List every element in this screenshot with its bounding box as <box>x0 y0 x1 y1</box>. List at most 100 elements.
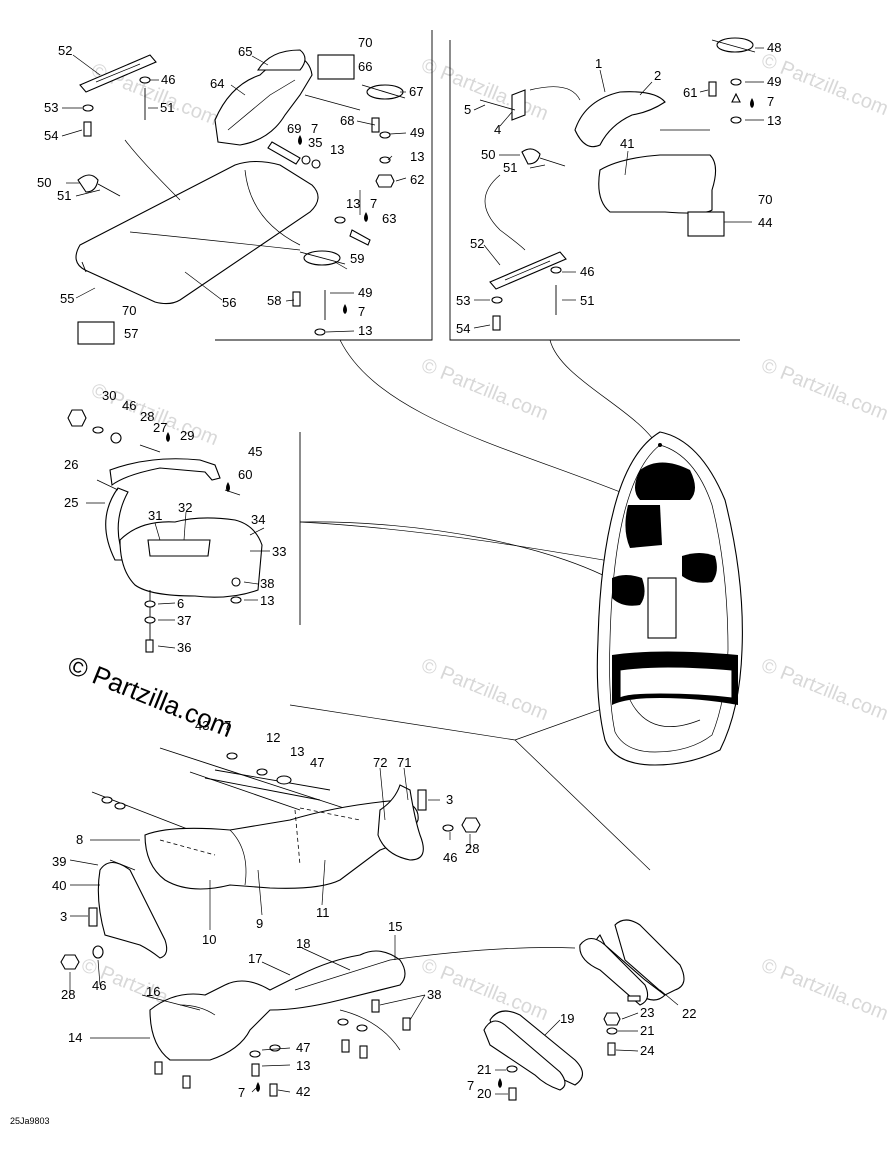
callout-label: 42 <box>296 1084 310 1099</box>
callout-label: 63 <box>382 211 396 226</box>
callout-label: 58 <box>267 293 281 308</box>
watermark: © Partzilla.com <box>758 954 891 1025</box>
callout-label: 55 <box>60 291 74 306</box>
callout-label: 3 <box>60 909 67 924</box>
callout-label: 49 <box>767 74 781 89</box>
callout-label: 56 <box>222 295 236 310</box>
callout-label: 31 <box>148 508 162 523</box>
main-seat-assembly <box>60 747 576 1097</box>
callout-label: 32 <box>178 500 192 515</box>
callout-label: 7 <box>767 94 774 109</box>
callout-label: 36 <box>177 640 191 655</box>
callout-label: 13 <box>296 1058 310 1073</box>
callout-label: 39 <box>52 854 66 869</box>
callout-label: 47 <box>310 755 324 770</box>
callout-label: 16 <box>146 984 160 999</box>
callout-label: 62 <box>410 172 424 187</box>
callout-label: 53 <box>44 100 58 115</box>
callout-label: 72 <box>373 755 387 770</box>
callout-label: 48 <box>767 40 781 55</box>
callout-label: 47 <box>296 1040 310 1055</box>
watermark: © Partzilla.com <box>758 654 891 725</box>
callout-label: 52 <box>470 236 484 251</box>
callout-label: 19 <box>560 1011 574 1026</box>
callout-label: 70 <box>122 303 136 318</box>
callout-label: 51 <box>57 188 71 203</box>
callout-label: 35 <box>308 135 322 150</box>
callout-label: 14 <box>68 1030 82 1045</box>
callout-label: 23 <box>640 1005 654 1020</box>
callout-label: 18 <box>296 936 310 951</box>
callout-label: 70 <box>758 192 772 207</box>
callout-label: 7 <box>238 1085 245 1100</box>
callout-label: 7 <box>358 304 365 319</box>
rear-seat-assembly <box>67 409 263 653</box>
callout-label: 53 <box>456 293 470 308</box>
callout-label: 52 <box>58 43 72 58</box>
callout-label: 46 <box>92 978 106 993</box>
boat-top-view <box>596 431 743 766</box>
callout-label: 54 <box>456 321 470 336</box>
leader-lines <box>61 47 764 1095</box>
callout-label: 11 <box>316 905 330 920</box>
callout-label: 27 <box>153 420 167 435</box>
callout-label: 46 <box>161 72 175 87</box>
watermark: © Partzilla.com <box>418 354 551 425</box>
callout-label: 13 <box>290 744 304 759</box>
callout-label: 7 <box>467 1078 474 1093</box>
callout-label: 46 <box>580 264 594 279</box>
callout-label: 43 <box>195 718 209 733</box>
callout-label: 17 <box>248 951 262 966</box>
bench-seat-assembly <box>75 49 406 345</box>
callout-label: 51 <box>503 160 517 175</box>
callout-label: 9 <box>256 916 263 931</box>
watermark: © Partzilla.com <box>418 654 551 725</box>
callout-label: 44 <box>758 215 772 230</box>
callout-label: 8 <box>76 832 83 847</box>
callout-label: 60 <box>238 467 252 482</box>
callout-label: 4 <box>494 122 501 137</box>
callout-label: 37 <box>177 613 191 628</box>
callout-label: 3 <box>446 792 453 807</box>
callout-label: 67 <box>409 84 423 99</box>
callout-label: 51 <box>160 100 174 115</box>
callout-label: 61 <box>683 85 697 100</box>
section-frames <box>215 30 740 871</box>
callout-label: 5 <box>464 102 471 117</box>
callout-label: 1 <box>595 56 602 71</box>
callout-label: 40 <box>52 878 66 893</box>
drawing-code: 25Ja9803 <box>10 1116 50 1126</box>
callout-label: 13 <box>260 593 274 608</box>
callout-label: 57 <box>124 326 138 341</box>
callout-label: 2 <box>654 68 661 83</box>
callout-label: 25 <box>64 495 78 510</box>
callout-label: 21 <box>477 1062 491 1077</box>
callout-label: 49 <box>410 125 424 140</box>
callout-label: 41 <box>620 136 634 151</box>
callout-label: 26 <box>64 457 78 472</box>
callout-label: 6 <box>177 596 184 611</box>
callout-label: 15 <box>388 919 402 934</box>
callout-labels: 52 46 53 51 54 65 64 70 66 67 68 49 69 7… <box>37 35 781 1101</box>
storage-straps <box>483 919 685 1101</box>
callout-label: 28 <box>465 841 479 856</box>
callout-label: 70 <box>358 35 372 50</box>
callout-label: 46 <box>122 398 136 413</box>
callout-label: 33 <box>272 544 286 559</box>
callout-label: 29 <box>180 428 194 443</box>
callout-label: 69 <box>287 121 301 136</box>
watermark: © Partzilla.com <box>88 59 221 130</box>
callout-label: 71 <box>397 755 411 770</box>
callout-label: 24 <box>640 1043 654 1058</box>
callout-label: 13 <box>410 149 424 164</box>
callout-label: 51 <box>580 293 594 308</box>
callout-label: 12 <box>266 730 280 745</box>
watermark: © Partzilla.com <box>758 354 891 425</box>
callout-label: 21 <box>640 1023 654 1038</box>
callout-label: 13 <box>330 142 344 157</box>
callout-label: 38 <box>260 576 274 591</box>
callout-label: 13 <box>346 196 360 211</box>
callout-label: 38 <box>427 987 441 1002</box>
callout-label: 68 <box>340 113 354 128</box>
